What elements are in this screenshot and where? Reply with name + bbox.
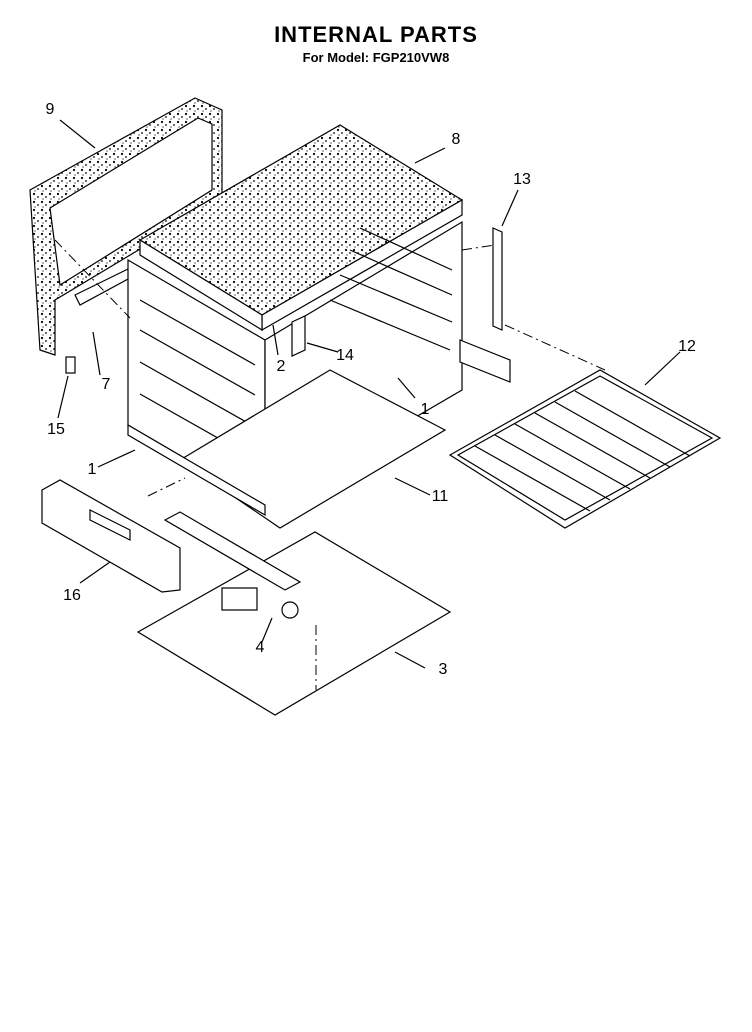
part-3-base-plate	[136, 511, 452, 716]
callout-7: 7	[101, 376, 111, 393]
part-9-door-panel	[29, 97, 223, 356]
callout-2: 2	[276, 358, 286, 375]
page-title: INTERNAL PARTS	[274, 22, 478, 47]
callout-13: 13	[513, 171, 531, 188]
part-13-strip	[492, 227, 503, 331]
part-1-right-trim	[459, 339, 511, 383]
callout-4: 4	[255, 639, 265, 656]
part-12-oven-rack	[448, 369, 722, 529]
assembly-lines	[54, 239, 606, 690]
callout-12: 12	[678, 338, 696, 355]
callout-14: 14	[336, 347, 354, 364]
callout-16: 16	[63, 587, 81, 604]
callout-1-right: 1	[420, 401, 430, 418]
callout-3: 3	[438, 661, 448, 678]
part-16-kick-panel	[41, 479, 181, 593]
part-4-igniter	[221, 587, 299, 619]
callout-9: 9	[45, 101, 55, 118]
callout-1-left: 1	[87, 461, 97, 478]
part-14-bracket	[291, 315, 306, 357]
part-1-left-trim	[127, 423, 266, 517]
callout-8: 8	[451, 131, 461, 148]
leader-lines	[57, 119, 681, 669]
model-subtitle: For Model: FGP210VW8	[302, 50, 450, 65]
part-15-clip	[65, 356, 76, 374]
callout-11: 11	[431, 488, 449, 505]
part-11-bottom-panel	[178, 369, 447, 529]
part-8-top-insulation	[138, 124, 464, 332]
callout-15: 15	[47, 421, 65, 438]
